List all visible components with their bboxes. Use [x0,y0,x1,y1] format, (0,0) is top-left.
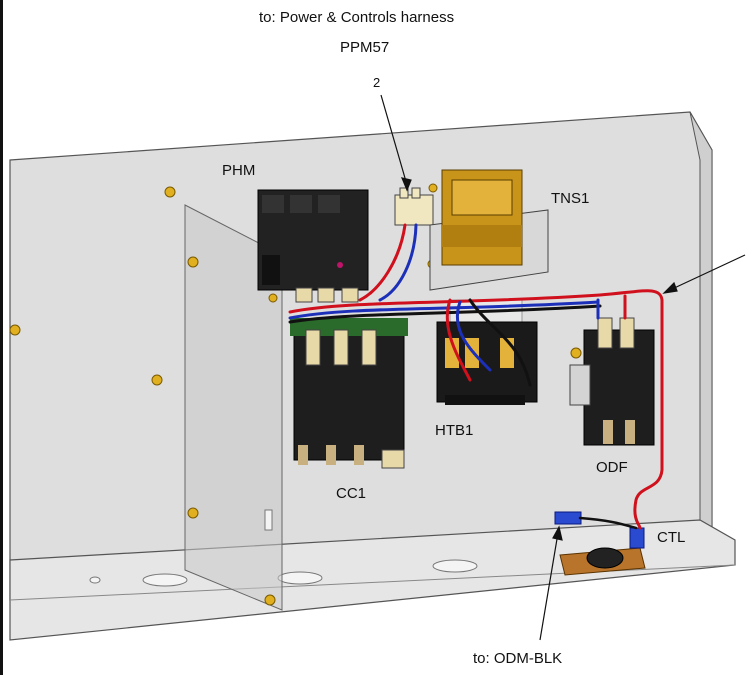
tns1-transformer [429,169,549,291]
callout-number: 2 [373,75,381,90]
htb1-terminal-block [436,321,538,405]
harness-label: to: Power & Controls harness [259,9,455,26]
cc1-label: CC1 [336,485,367,502]
odm-blk-label: to: ODM-BLK [473,650,563,667]
ctl-sensor [554,511,646,576]
htb1-label: HTB1 [435,422,474,439]
leader-lines [380,94,746,641]
ppm57-label: PPM57 [340,39,390,56]
phm-block [257,189,369,303]
phm-label: PHM [222,162,256,179]
wiring [288,223,664,530]
ppm57-connector [394,187,434,226]
cc1-contactor [290,318,408,469]
frame-border [0,0,3,675]
odf-relay [569,317,655,446]
tns1-label: TNS1 [551,190,590,207]
odf-label: ODF [596,459,628,476]
side-bracket [184,204,283,611]
ctl-label: CTL [657,529,686,546]
